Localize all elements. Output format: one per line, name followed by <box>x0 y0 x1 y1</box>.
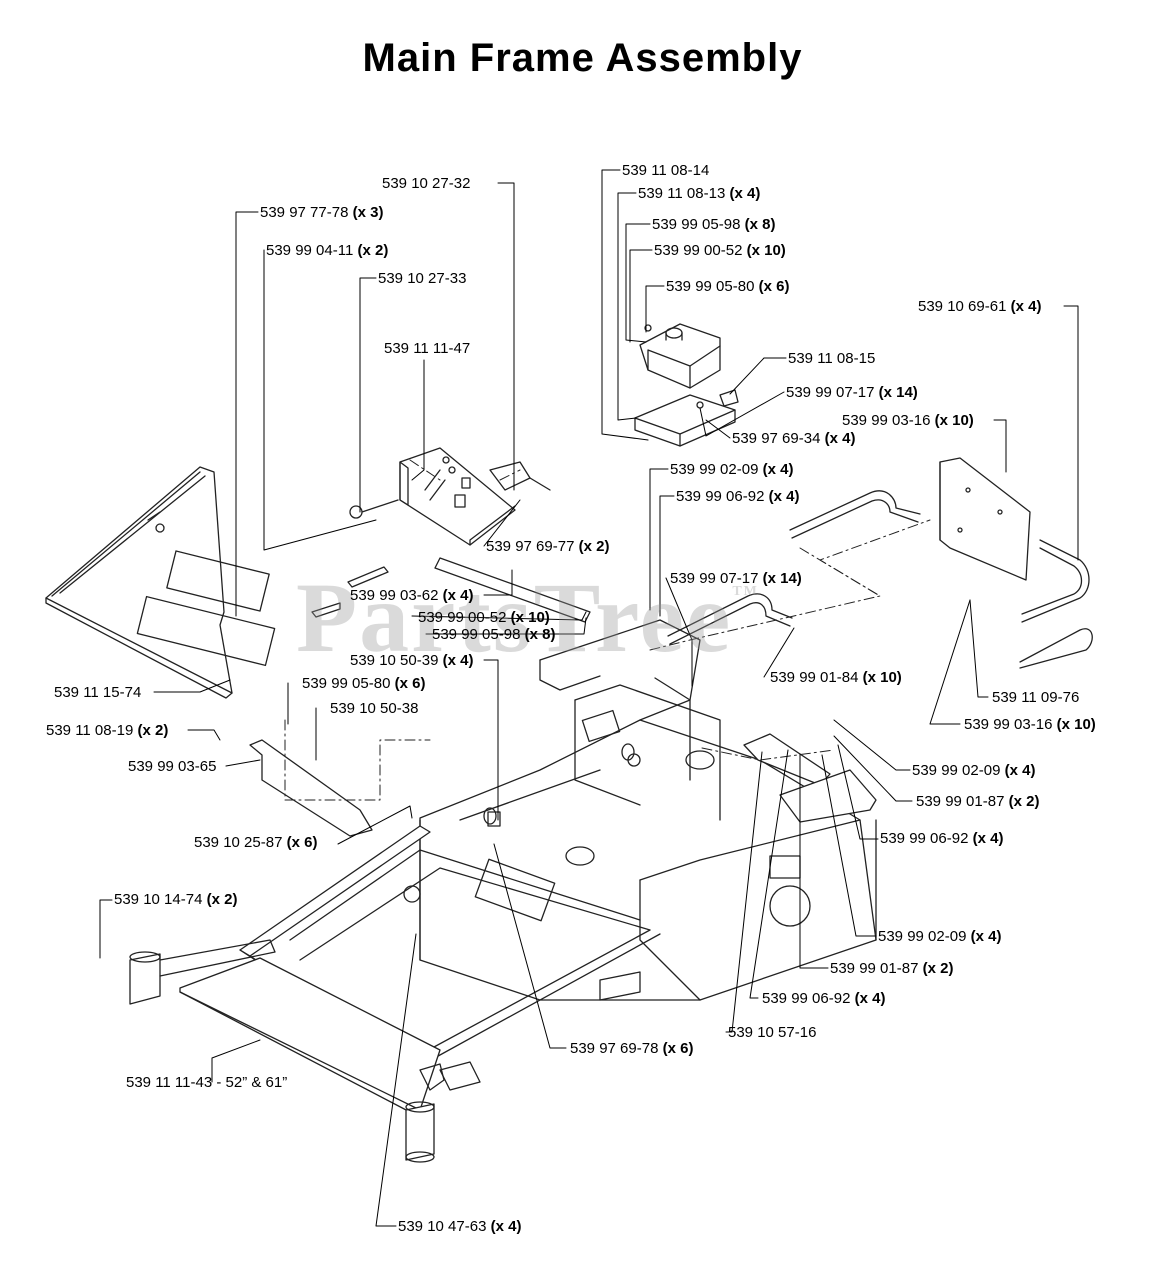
main-frame-drawing <box>403 619 877 1001</box>
page-title: Main Frame Assembly <box>362 36 803 80</box>
callout-c33: 539 99 02-09 (x 4) <box>912 762 1036 779</box>
callout-c36: 539 10 14-74 (x 2) <box>114 891 238 908</box>
callout-c24: 539 99 05-80 (x 6) <box>302 675 426 692</box>
callout-c40: 539 10 57-16 <box>728 1024 817 1041</box>
callout-c10: 539 99 00-52 (x 10) <box>654 242 786 259</box>
callout-c5: 539 11 11-47 <box>384 340 471 357</box>
callout-c9: 539 99 05-98 (x 8) <box>652 216 776 233</box>
callout-c2: 539 97 77-78 (x 3) <box>260 204 384 221</box>
callout-c28: 539 99 03-65 <box>128 758 217 775</box>
floor-pan-drawing <box>45 466 276 699</box>
callout-c43: 539 10 47-63 (x 4) <box>398 1218 522 1235</box>
seat-bracket-drawing <box>349 447 551 546</box>
callout-c21: 539 99 00-52 (x 10) <box>418 609 550 626</box>
control-arms-drawing <box>667 457 1093 669</box>
callout-c31: 539 11 09-76 <box>992 689 1080 706</box>
callout-c15: 539 10 69-61 (x 4) <box>918 298 1042 315</box>
callout-c26: 539 11 15-74 <box>54 684 142 701</box>
callout-c7: 539 11 08-14 <box>622 162 710 179</box>
callout-c8: 539 11 08-13 (x 4) <box>638 185 761 202</box>
callout-c20: 539 99 03-62 (x 4) <box>350 587 474 604</box>
callout-c6: 539 97 69-77 (x 2) <box>486 538 610 555</box>
callout-c35: 539 99 06-92 (x 4) <box>880 830 1004 847</box>
callout-c18: 539 99 06-92 (x 4) <box>676 488 800 505</box>
callout-c37: 539 99 02-09 (x 4) <box>878 928 1002 945</box>
callout-c19: 539 99 07-17 (x 14) <box>670 570 802 587</box>
callout-c4: 539 10 27-33 <box>378 270 467 287</box>
callout-c27: 539 11 08-19 (x 2) <box>46 722 169 739</box>
callout-c3: 539 99 04-11 (x 2) <box>266 242 389 259</box>
callout-c32: 539 99 03-16 (x 10) <box>964 716 1096 733</box>
callout-c16: 539 99 03-16 (x 10) <box>842 412 974 429</box>
callout-c29: 539 10 25-87 (x 6) <box>194 834 318 851</box>
fuel-tank-drawing <box>634 323 739 447</box>
callout-c42: 539 11 11-43 - 52” & 61” <box>126 1074 288 1091</box>
callout-c1: 539 10 27-32 <box>382 175 471 192</box>
callout-c38: 539 99 01-87 (x 2) <box>830 960 954 977</box>
callout-c39: 539 99 06-92 (x 4) <box>762 990 886 1007</box>
callout-c30: 539 99 01-84 (x 10) <box>770 669 902 686</box>
callout-c17: 539 99 02-09 (x 4) <box>670 461 794 478</box>
front-axle-drawing <box>129 939 445 1163</box>
callout-c14: 539 97 69-34 (x 4) <box>732 430 856 447</box>
callout-c25: 539 10 50-38 <box>330 700 419 717</box>
callout-c13: 539 99 07-17 (x 14) <box>786 384 918 401</box>
callout-c22: 539 99 05-98 (x 8) <box>432 626 556 643</box>
callout-c34: 539 99 01-87 (x 2) <box>916 793 1040 810</box>
callout-c23: 539 10 50-39 (x 4) <box>350 652 474 669</box>
callout-c11: 539 99 05-80 (x 6) <box>666 278 790 295</box>
callout-c12: 539 11 08-15 <box>788 350 876 367</box>
callout-c41: 539 97 69-78 (x 6) <box>570 1040 694 1057</box>
